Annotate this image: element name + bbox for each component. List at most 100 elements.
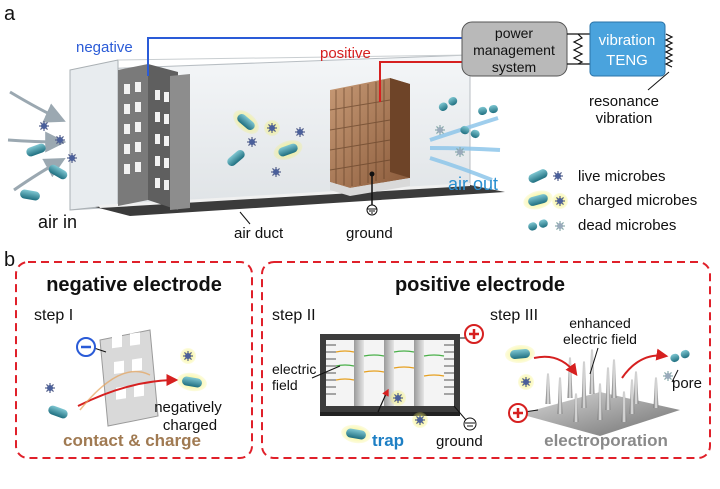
charged-virus	[518, 374, 534, 390]
ground-label-a: ground	[346, 225, 393, 242]
electric-field-line-1: electric	[272, 361, 316, 377]
electroporation-caption: electroporation	[544, 431, 668, 450]
ground-symbol-a	[366, 171, 378, 216]
power-management-line-1: power	[495, 25, 533, 41]
charged-virus	[264, 120, 280, 136]
charged-microbe	[341, 424, 371, 444]
spike	[633, 371, 639, 404]
panel-a-label: a	[4, 3, 16, 25]
live-microbe	[26, 143, 46, 157]
air-out-label: air out	[448, 174, 498, 194]
live-microbe	[48, 164, 68, 180]
negatively-charged-line-1: negatively	[154, 399, 222, 416]
live-virus	[55, 135, 65, 145]
teng-connection	[567, 33, 590, 65]
live-microbe	[227, 149, 245, 167]
step1-microbes	[45, 348, 207, 419]
live-virus	[45, 383, 55, 393]
teng-line-2: TENG	[606, 52, 648, 69]
live-virus	[553, 171, 563, 181]
live-virus	[247, 137, 257, 147]
step1-negative-terminal	[76, 337, 107, 357]
power-management-line-2: management	[473, 42, 555, 58]
contact-charge-caption: contact & charge	[63, 431, 201, 450]
live-virus	[295, 127, 305, 137]
live-microbe	[528, 169, 548, 183]
dead-virus	[435, 125, 445, 135]
negative-grid-electrode	[118, 64, 190, 210]
live-virus	[39, 121, 49, 131]
spike	[597, 383, 603, 420]
power-management-line-3: system	[492, 59, 536, 75]
step3-microbes	[505, 344, 690, 390]
dead-virus	[555, 221, 565, 231]
legend	[523, 169, 568, 231]
ground-label-b: ground	[436, 433, 483, 450]
spike	[557, 377, 563, 414]
step1-charge-arrow	[77, 374, 179, 407]
teng-line-1: vibration	[599, 32, 656, 49]
trap-caption: trap	[372, 431, 404, 450]
charged-microbe	[233, 110, 259, 134]
step2-trap-arrow	[377, 388, 389, 413]
charged-microbe	[505, 344, 535, 364]
step3-arrow-out	[621, 348, 669, 379]
resonance-spring	[664, 33, 674, 68]
positive-foam-electrode	[329, 78, 410, 196]
air-duct-pointer	[239, 211, 251, 225]
electric-field-line-2: field	[272, 377, 298, 393]
negative-wire	[147, 37, 462, 76]
spike	[581, 361, 587, 408]
dead-microbe	[528, 219, 548, 231]
spike	[621, 391, 627, 422]
step2-microbes	[341, 390, 428, 444]
legend-live-label: live microbes	[578, 168, 666, 185]
charged-virus	[390, 390, 406, 406]
live-microbe	[48, 405, 68, 419]
charged-virus	[412, 412, 428, 428]
dead-microbe	[478, 104, 498, 116]
step3-positive-terminal	[508, 403, 539, 423]
air-duct-label: air duct	[234, 225, 284, 242]
charged-microbe	[523, 190, 553, 210]
step3-spike-array	[520, 349, 680, 436]
resonance-line-1: resonance	[589, 93, 659, 110]
dead-microbe	[460, 125, 480, 139]
step3-arrow-in	[533, 355, 578, 376]
live-virus	[67, 153, 77, 163]
microbes-panel-a	[20, 97, 498, 201]
step-1-label: step I	[34, 307, 73, 324]
step2-trap-device	[320, 334, 460, 416]
negative-electrode-box	[15, 261, 253, 459]
resonance-pointer	[647, 71, 670, 91]
spike	[545, 373, 551, 404]
dead-microbe	[670, 349, 690, 363]
spike	[629, 379, 635, 414]
enhanced-field-line-2: electric field	[563, 331, 637, 347]
spike	[573, 393, 579, 422]
air-in-arrows	[7, 90, 67, 192]
teng-box	[589, 21, 666, 77]
power-management-box	[461, 21, 568, 77]
step2-positive-terminal	[460, 324, 484, 344]
spike	[611, 359, 617, 398]
charged-virus	[180, 348, 196, 364]
charged-virus	[552, 193, 568, 209]
pore-label: pore	[672, 375, 702, 392]
negative-label: negative	[76, 39, 133, 56]
spike	[653, 377, 659, 408]
dead-virus	[663, 371, 673, 381]
spike	[605, 367, 611, 410]
charged-microbe	[273, 140, 303, 160]
pos-electrode-title: positive electrode	[395, 274, 565, 296]
spike	[567, 357, 573, 398]
electric-field-pointer	[311, 365, 341, 379]
positive-label: positive	[320, 45, 371, 62]
panel-b-label: b	[4, 249, 15, 271]
positive-electrode-box	[261, 261, 711, 459]
charged-microbe	[177, 372, 207, 392]
step-2-label: step II	[272, 307, 316, 324]
legend-dead-label: dead microbes	[578, 217, 676, 234]
negatively-charged-line-2: charged	[163, 417, 217, 434]
air-in-label: air in	[38, 212, 77, 232]
